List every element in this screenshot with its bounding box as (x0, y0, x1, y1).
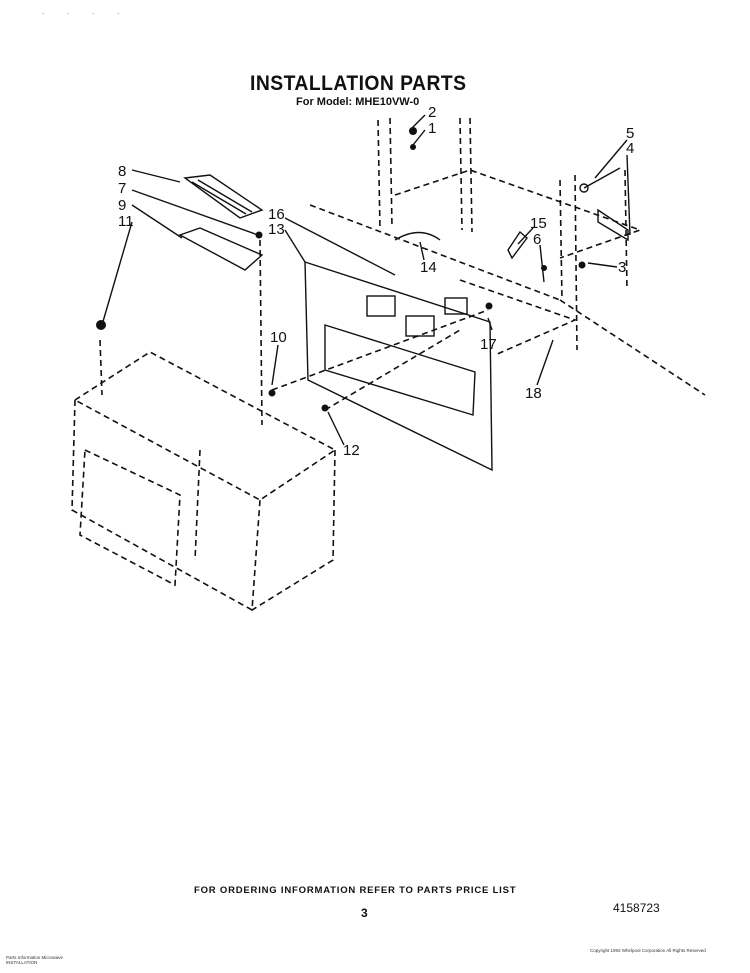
bracket-part-9 (178, 227, 264, 271)
callout-8: 8 (118, 163, 126, 180)
callout-13: 13 (268, 221, 285, 238)
plate-slot (324, 324, 476, 416)
callout-9: 9 (118, 197, 126, 214)
dashed-outlines (71, 117, 706, 612)
nut-part-3 (578, 261, 586, 269)
screw-part-7 (255, 231, 263, 239)
corner-marks: . . . . (42, 6, 130, 16)
callout-17: 17 (480, 336, 497, 353)
microwave-side (251, 449, 336, 611)
grille-part-8 (183, 174, 264, 219)
leader-17-dash (271, 309, 489, 391)
door-window (79, 448, 181, 587)
callout-4: 4 (626, 140, 634, 157)
left-small-print: Parts Information Microwave INSTALLATION (6, 955, 64, 965)
solid-parts (101, 114, 631, 472)
page-number: 3 (361, 906, 368, 920)
leader-11-dash (99, 339, 103, 396)
cabinet-right-upper (559, 179, 563, 301)
model-subtitle: For Model: MHE10VW-0 (296, 96, 420, 108)
leader-12-dash (324, 329, 461, 411)
plate-cutout-3 (444, 297, 468, 315)
clip-part-15 (507, 230, 528, 260)
washer-part-1 (410, 144, 416, 150)
curve-part-14 (394, 231, 441, 241)
ordering-note: FOR ORDERING INFORMATION REFER TO PARTS … (194, 885, 517, 896)
cabinet-mid-inner (469, 117, 473, 233)
cabinet-top-face (394, 169, 643, 259)
microwave-front (71, 399, 261, 612)
bolt-part-5 (583, 167, 621, 189)
screw-part-12 (321, 404, 329, 412)
mounting-plate (304, 261, 493, 472)
cabinet-bottom-edge (559, 299, 706, 396)
cabinet-mid-upper (459, 117, 463, 231)
leader-screw-7 (259, 239, 263, 426)
cabinet-left-inner (389, 117, 393, 229)
callout-11: 11 (118, 213, 134, 230)
callout-18: 18 (525, 385, 542, 402)
callout-6: 6 (533, 231, 541, 248)
callout-12: 12 (343, 442, 360, 459)
callout-2: 2 (428, 104, 436, 121)
plate-underside (459, 279, 578, 356)
control-panel-edge (194, 449, 201, 561)
callout-14: 14 (420, 259, 437, 276)
nut-part-10 (268, 389, 276, 397)
plate-cutout-2 (405, 315, 435, 337)
callout-3: 3 (618, 259, 626, 276)
plate-cutout-1 (366, 295, 396, 317)
screw-part-17 (485, 302, 493, 310)
callout-10: 10 (270, 329, 287, 346)
cabinet-front-edge (309, 204, 561, 301)
cabinet-right-inner (574, 174, 578, 351)
document-number: 4158723 (613, 901, 660, 915)
grommet-part-11 (96, 320, 106, 330)
callout-7: 7 (118, 180, 126, 197)
callout-5: 5 (626, 125, 634, 142)
cabinet-left-upper (377, 119, 381, 231)
callout-16: 16 (268, 206, 285, 223)
screw-part-6 (541, 265, 547, 271)
right-small-print: Copyright 1993 Whirlpool Corporation All… (590, 948, 706, 953)
callout-15: 15 (530, 215, 547, 232)
callout-labels: 1 2 3 4 5 6 7 8 9 10 11 12 13 14 15 16 1… (118, 104, 634, 459)
microwave-top (73, 351, 337, 501)
page-title: INSTALLATION PARTS (250, 72, 467, 95)
callout-1: 1 (428, 120, 436, 137)
fasteners (96, 127, 586, 412)
cabinet-right-far (624, 169, 628, 291)
screw-part-2 (409, 127, 417, 135)
bracket-part-4 (597, 208, 629, 242)
